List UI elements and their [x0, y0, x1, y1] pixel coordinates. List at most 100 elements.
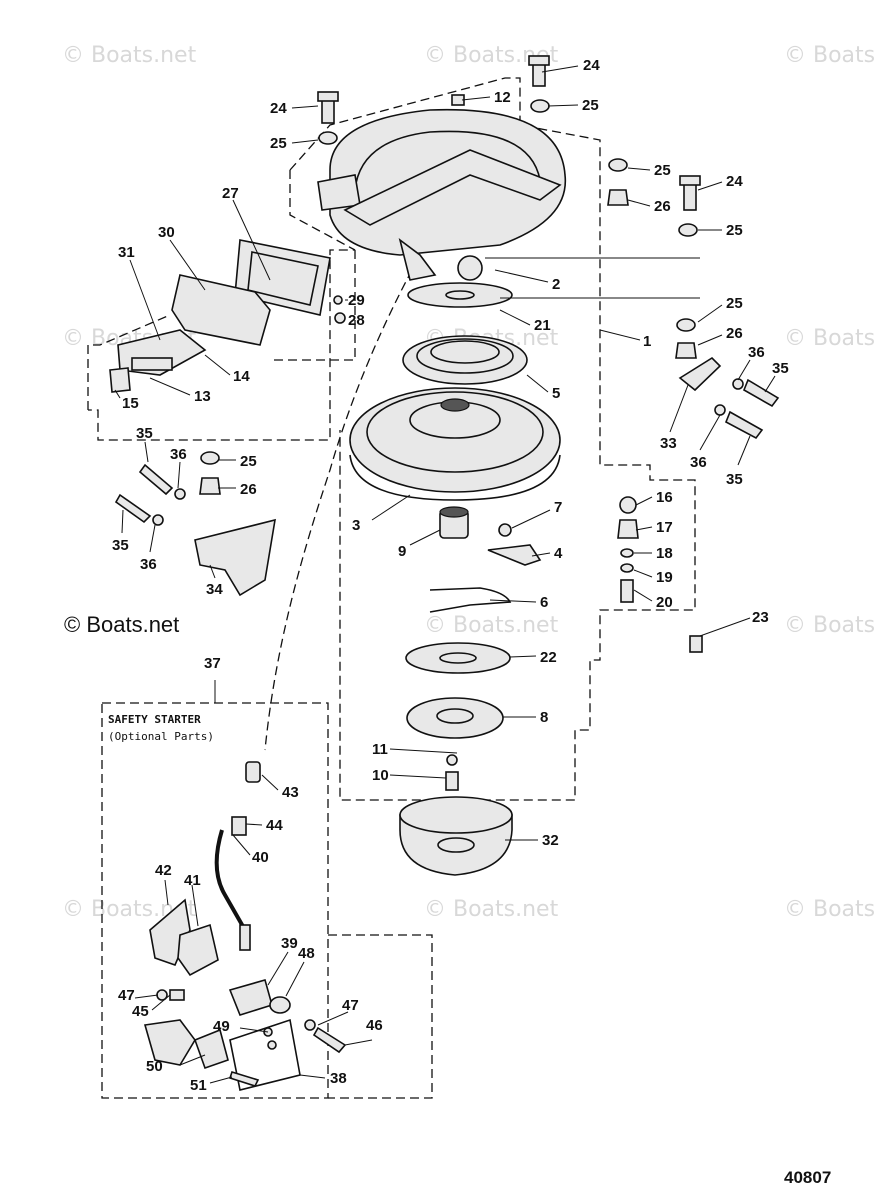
callout-35: 35 — [726, 471, 743, 488]
callout-15: 15 — [122, 395, 139, 412]
callout-29: 29 — [348, 292, 365, 309]
watermark: © Boats.net — [784, 326, 876, 351]
switch-50 — [143, 1019, 196, 1066]
callout-45: 45 — [132, 1003, 149, 1020]
callout-2: 2 — [552, 276, 560, 293]
callout-26: 26 — [654, 198, 671, 215]
callout-10: 10 — [372, 767, 389, 784]
callout-50: 50 — [146, 1058, 163, 1075]
callout-4: 4 — [554, 545, 563, 562]
callout-25: 25 — [726, 222, 743, 239]
callout-49: 49 — [213, 1018, 230, 1035]
callout-40: 40 — [252, 849, 269, 866]
watermark: © Boats.net — [424, 613, 559, 638]
washer-22 — [405, 642, 511, 674]
callout-7: 7 — [554, 499, 562, 516]
starter-cup-32 — [399, 796, 513, 876]
handle-cover-30 — [171, 274, 271, 346]
callout-17: 17 — [656, 519, 673, 536]
callout-31: 31 — [118, 244, 135, 261]
callout-46: 46 — [366, 1017, 383, 1034]
lever-41 — [177, 923, 219, 977]
callout-47: 47 — [342, 997, 359, 1014]
callout-36: 36 — [748, 344, 765, 361]
callout-25: 25 — [240, 453, 257, 470]
callout-25: 25 — [582, 97, 599, 114]
callout-8: 8 — [540, 709, 548, 726]
callout-43: 43 — [282, 784, 299, 801]
callout-25: 25 — [654, 162, 671, 179]
callout-25: 25 — [726, 295, 743, 312]
handle-retainer-15 — [109, 367, 131, 393]
callout-36: 36 — [140, 556, 157, 573]
callout-34: 34 — [206, 581, 223, 598]
callout-3: 3 — [352, 517, 360, 534]
callout-39: 39 — [281, 935, 298, 952]
callout-12: 12 — [494, 89, 511, 106]
callout-16: 16 — [656, 489, 673, 506]
callout-41: 41 — [184, 872, 201, 889]
watermark: © Boats.net — [424, 897, 559, 922]
callout-26: 26 — [726, 325, 743, 342]
handle-assembly — [109, 239, 346, 393]
callout-47: 47 — [118, 987, 135, 1004]
figure-number: 40807 — [784, 1168, 831, 1187]
callout-35: 35 — [772, 360, 789, 377]
callout-35: 35 — [112, 537, 129, 554]
callout-1: 1 — [643, 333, 651, 350]
lever-39 — [228, 979, 273, 1016]
callout-23: 23 — [752, 609, 769, 626]
washer-21 — [407, 282, 513, 308]
handle-insert-14 — [131, 357, 173, 371]
callout-24: 24 — [583, 57, 600, 74]
assembly-outlines — [87, 77, 696, 1099]
callout-5: 5 — [552, 385, 560, 402]
callout-36: 36 — [170, 446, 187, 463]
callout-42: 42 — [155, 862, 172, 879]
copyright-overlay: © Boats.net — [64, 612, 179, 637]
washer-11 — [446, 754, 458, 766]
callout-19: 19 — [656, 569, 673, 586]
callout-35: 35 — [136, 425, 153, 442]
callout-38: 38 — [330, 1070, 347, 1087]
callout-24: 24 — [726, 173, 743, 190]
callout-26: 26 — [240, 481, 257, 498]
screw-10 — [445, 771, 459, 791]
callout-51: 51 — [190, 1077, 207, 1094]
callout-30: 30 — [158, 224, 175, 241]
callout-44: 44 — [266, 817, 283, 834]
safety-starter-subtitle: (Optional Parts) — [108, 730, 214, 743]
starter-pulley-3 — [349, 387, 561, 501]
callout-28: 28 — [348, 312, 365, 329]
safety-starter-parts — [143, 761, 347, 1091]
callout-11: 11 — [372, 741, 388, 758]
callout-9: 9 — [398, 543, 406, 560]
starter-cable — [264, 269, 413, 751]
callout-37: 37 — [204, 655, 221, 672]
callout-32: 32 — [542, 832, 559, 849]
callout-18: 18 — [656, 545, 673, 562]
bracket-33 — [678, 356, 722, 392]
bracket-34 — [194, 518, 276, 597]
pawl-screw-7 — [498, 523, 512, 537]
rewind-spring-5 — [402, 335, 528, 385]
callout-22: 22 — [540, 649, 557, 666]
spring-clip-6 — [429, 587, 512, 613]
pawl-4 — [487, 544, 542, 566]
callout-labels: 24 12 25 24 25 25 26 24 25 27 30 31 2 29… — [112, 57, 789, 1094]
hardware — [114, 55, 780, 653]
recoil-housing — [317, 108, 700, 281]
friction-plate-8 — [406, 697, 504, 739]
callout-21: 21 — [534, 317, 551, 334]
watermark: © Boats.net — [62, 43, 197, 68]
callout-14: 14 — [233, 368, 250, 385]
callout-33: 33 — [660, 435, 677, 452]
watermark: © Boats.net — [784, 897, 876, 922]
watermark: © Boats.net — [784, 43, 876, 68]
callout-24: 24 — [270, 100, 287, 117]
safety-starter-title: SAFETY STARTER — [108, 713, 201, 726]
callout-27: 27 — [222, 185, 239, 202]
callout-13: 13 — [194, 388, 211, 405]
leader-lines — [114, 65, 776, 1084]
